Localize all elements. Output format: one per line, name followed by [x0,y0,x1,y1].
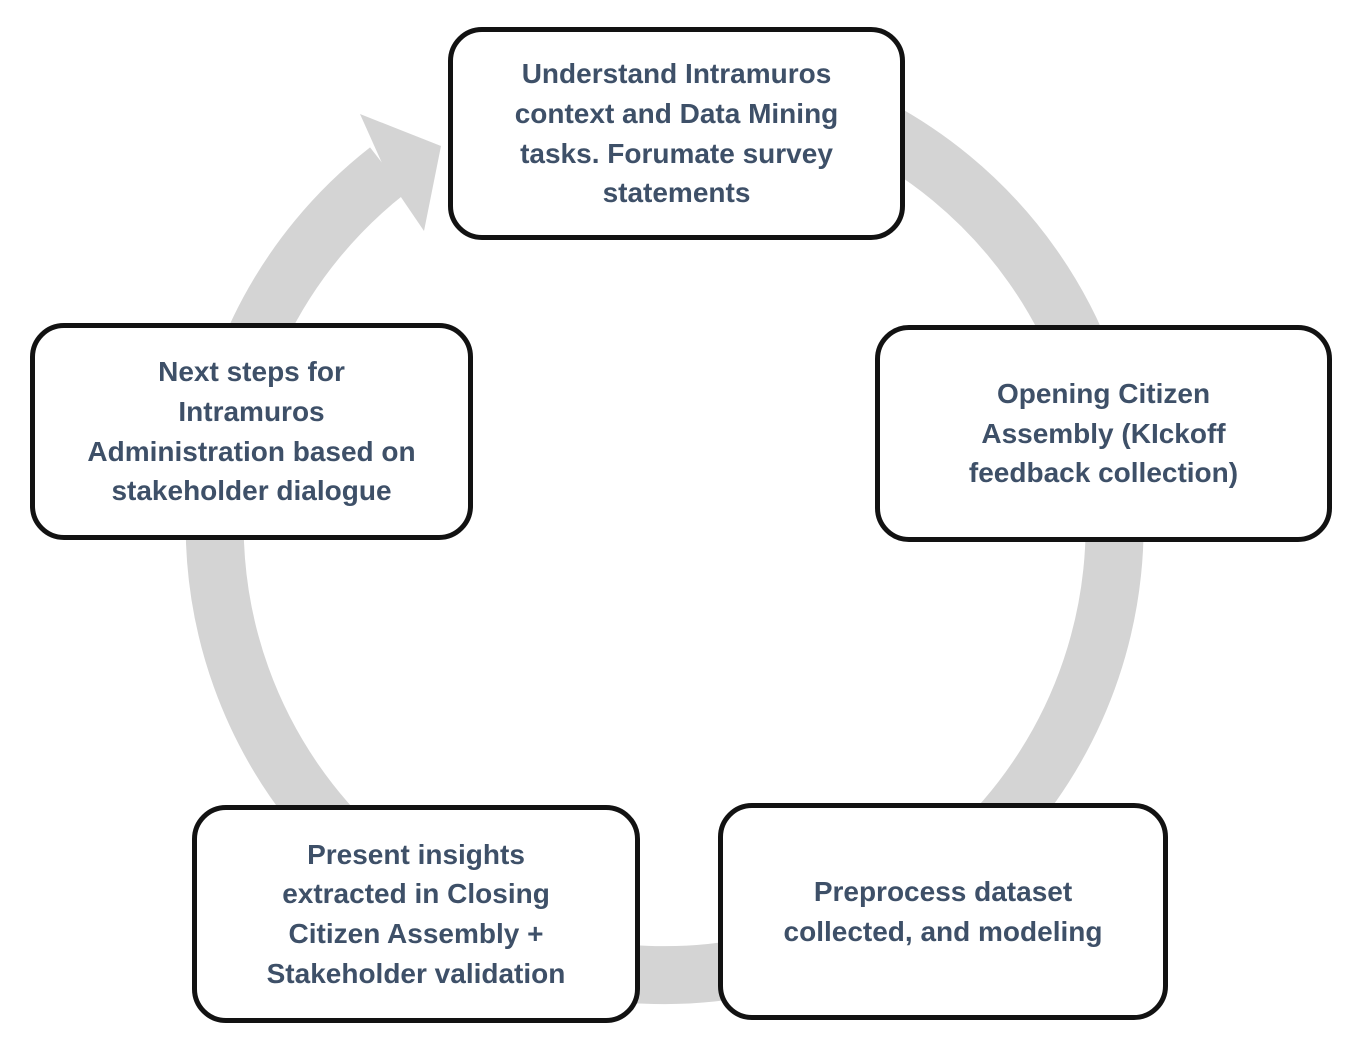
step-box-present-insights: Present insights extracted in Closing Ci… [192,805,640,1023]
arrowhead-icon [360,114,441,231]
step-text-understand-context: Understand Intramuros context and Data M… [514,58,839,209]
step-box-understand-context: Understand Intramuros context and Data M… [448,27,905,240]
step-box-opening-citizen-assembly: Opening Citizen Assembly (KIckoff feedba… [875,325,1332,542]
step-box-next-steps: Next steps for Intramuros Administration… [30,323,473,540]
step-text-present-insights: Present insights extracted in Closing Ci… [266,838,566,989]
step-text-opening-citizen-assembly: Opening Citizen Assembly (KIckoff feedba… [968,377,1239,489]
step-text-preprocess-dataset: Preprocess dataset collected, and modeli… [783,875,1103,947]
step-box-preprocess-dataset: Preprocess dataset collected, and modeli… [718,803,1168,1020]
step-text-next-steps: Next steps for Intramuros Administration… [87,356,416,507]
